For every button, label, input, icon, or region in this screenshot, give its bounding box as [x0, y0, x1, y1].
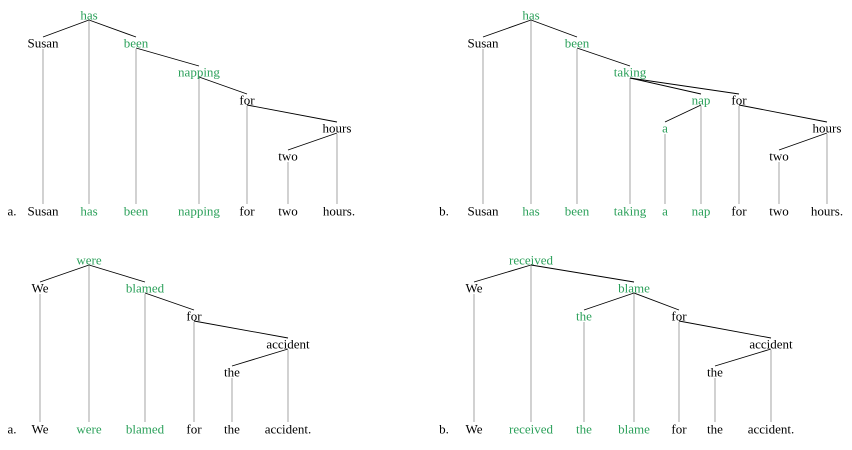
- sentence-word: Susan: [27, 203, 59, 219]
- tree-node: Susan: [467, 35, 499, 51]
- dependency-edge: [629, 77, 702, 95]
- sentence-word: a: [662, 203, 668, 219]
- tree-node: taking: [613, 64, 647, 80]
- sentence-word: been: [123, 203, 149, 219]
- dependency-edge: [629, 77, 740, 95]
- sentence-word: We: [31, 421, 49, 437]
- sentence-word: two: [769, 203, 789, 219]
- tree-node: two: [278, 148, 298, 164]
- dependency-edge: [714, 348, 772, 367]
- tree-node: for: [239, 92, 255, 108]
- tree-node: been: [564, 35, 590, 51]
- tree-node: We: [31, 280, 49, 296]
- tree-node: hours: [812, 120, 842, 136]
- tree-node: two: [769, 148, 789, 164]
- dependency-edge: [88, 264, 146, 283]
- tree-item-label: b.: [439, 203, 449, 219]
- sentence-word: has: [80, 203, 98, 219]
- tree-item-label: a.: [7, 421, 17, 437]
- tree-node: the: [707, 364, 723, 380]
- tree-node: napping: [178, 64, 220, 80]
- tree-node: has: [522, 7, 540, 23]
- tree-node: were: [76, 252, 102, 268]
- tree-node: for: [671, 308, 687, 324]
- sentence-word: received: [508, 421, 554, 437]
- dependency-edge: [738, 104, 828, 123]
- tree-node: received: [508, 252, 554, 268]
- tree-node: the: [224, 364, 240, 380]
- sentence-word: We: [465, 421, 483, 437]
- tree-node: We: [465, 280, 483, 296]
- sentence-word: for: [731, 203, 747, 219]
- dependency-edge: [530, 19, 578, 38]
- tree-node: Susan: [27, 35, 59, 51]
- tree-node: a: [662, 120, 668, 136]
- dependency-edge: [193, 320, 289, 339]
- tree-item-label: b.: [439, 421, 449, 437]
- sentence-word: blamed: [125, 421, 165, 437]
- tree-node: for: [731, 92, 747, 108]
- sentence-word: two: [278, 203, 298, 219]
- tree-node: blamed: [125, 280, 165, 296]
- dependency-edge: [287, 132, 338, 151]
- sentence-word: for: [186, 421, 202, 437]
- dependency-edge: [198, 76, 248, 95]
- sentence-word: taking: [613, 203, 647, 219]
- tree-node: has: [80, 7, 98, 23]
- tree-node: for: [186, 308, 202, 324]
- dependency-edge: [482, 19, 532, 38]
- sentence-word: for: [671, 421, 687, 437]
- sentence-word: hours.: [322, 203, 356, 219]
- sentence-word: napping: [178, 203, 220, 219]
- tree-node: blame: [618, 280, 650, 296]
- sentence-word: the: [707, 421, 723, 437]
- sentence-word: the: [576, 421, 592, 437]
- dependency-edge: [246, 104, 338, 123]
- sentence-word: hours.: [810, 203, 844, 219]
- dependency-edge: [664, 104, 702, 123]
- dependency-edge: [678, 320, 772, 339]
- dependency-edge: [778, 132, 828, 151]
- dependency-edge: [231, 348, 289, 367]
- tree-node: been: [123, 35, 149, 51]
- sentence-word: were: [76, 421, 102, 437]
- sentence-word: has: [522, 203, 540, 219]
- tree-node: nap: [691, 92, 711, 108]
- tree-item-label: a.: [7, 203, 17, 219]
- tree-node: the: [576, 308, 592, 324]
- tree-node: hours: [322, 120, 352, 136]
- dependency-edge: [583, 292, 635, 311]
- dependency-edge: [144, 292, 195, 311]
- sentence-word: the: [224, 421, 240, 437]
- dependency-edge: [473, 264, 532, 283]
- dependency-edge: [576, 47, 631, 67]
- dependency-edge: [530, 264, 635, 283]
- sentence-word: accident.: [747, 421, 795, 437]
- sentence-word: for: [239, 203, 255, 219]
- sentence-word: Susan: [467, 203, 499, 219]
- sentence-word: accident.: [264, 421, 312, 437]
- sentence-word: been: [564, 203, 590, 219]
- sentence-word: nap: [691, 203, 711, 219]
- sentence-word: blame: [618, 421, 650, 437]
- tree-node: accident: [749, 336, 793, 352]
- dependency-edge: [39, 264, 90, 283]
- dependency-edge: [42, 19, 90, 38]
- dependency-edge: [88, 19, 137, 38]
- dependency-edge: [135, 47, 200, 67]
- tree-node: accident: [266, 336, 310, 352]
- dependency-edge: [633, 292, 680, 311]
